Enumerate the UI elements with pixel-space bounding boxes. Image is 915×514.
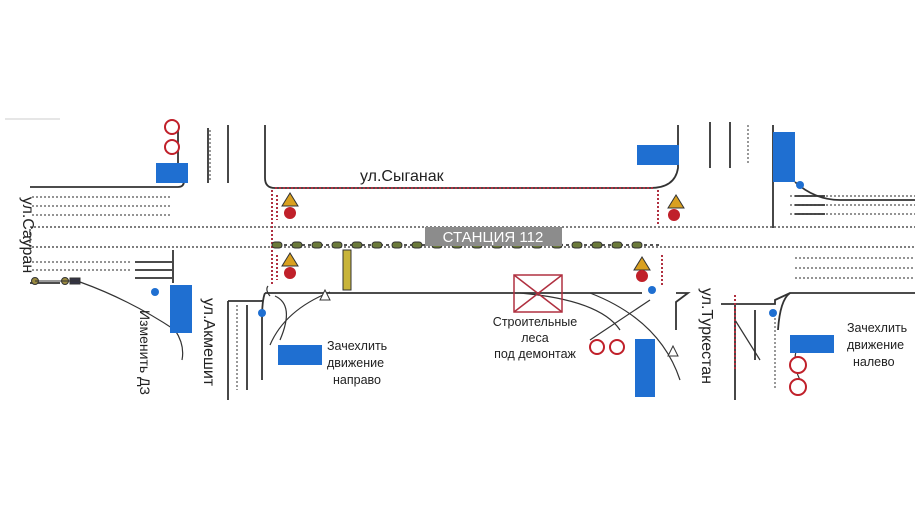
- note-line: Зачехлить: [847, 321, 907, 335]
- fence-block: [291, 241, 303, 249]
- fence-block: [271, 241, 283, 249]
- note-scaffolding: Строительные леса под демонтаж: [493, 315, 577, 361]
- lane-markings: [32, 125, 915, 390]
- lane-sign: [790, 335, 834, 353]
- fence-block: [371, 241, 383, 249]
- no-entry-icon: [668, 209, 680, 221]
- fence-block: [591, 241, 603, 249]
- stop-lines: [135, 195, 825, 279]
- note-line: под демонтаж: [494, 347, 576, 361]
- no-entry-icon: [284, 207, 296, 219]
- street-syganak: ул.Сыганак: [360, 168, 445, 185]
- station-label: СТАНЦИЯ 112: [425, 227, 562, 246]
- fence-block: [611, 241, 623, 249]
- note-cover-left: Зачехлить движение налево: [847, 321, 907, 369]
- prohibition-signs: [164, 119, 807, 396]
- lane-sign: [278, 345, 322, 365]
- fence-block: [311, 241, 323, 249]
- note-line: направо: [333, 373, 381, 387]
- fence-block: [411, 241, 423, 249]
- lane-sign: [635, 339, 655, 397]
- no-entry-icon: [284, 267, 296, 279]
- warning-signs: [281, 192, 685, 357]
- fence-block: [391, 241, 403, 249]
- no-turn-icon: [164, 119, 180, 135]
- lane-signs: [156, 132, 834, 397]
- street-turkestan: ул.Туркестан: [698, 288, 715, 384]
- barrier-block: [342, 249, 352, 291]
- signal-points: [151, 181, 804, 317]
- fence-block: [351, 241, 363, 249]
- traffic-lights: [31, 277, 81, 285]
- street-sauran: ул.Сауран: [19, 197, 36, 273]
- no-turn-icon: [589, 339, 605, 355]
- note-line: Зачехлить: [327, 339, 387, 353]
- lane-sign: [170, 285, 192, 333]
- note-line: движение: [327, 356, 384, 370]
- fence-block: [331, 241, 343, 249]
- no-turn-icon: [609, 339, 625, 355]
- no-entry-icon: [636, 270, 648, 282]
- note-line: леса: [521, 331, 548, 345]
- lane-sign: [637, 145, 679, 165]
- barriers: [271, 187, 736, 370]
- no-turn-icon: [164, 139, 180, 155]
- note-change-dz: Изменить ДЗ: [137, 310, 153, 395]
- note-cover-right: Зачехлить движение направо: [327, 339, 387, 387]
- street-akmeshit: ул.Акмешит: [200, 298, 217, 387]
- fence-block: [631, 241, 643, 249]
- lane-sign: [156, 163, 188, 183]
- scaffolding-icon: [513, 274, 563, 313]
- station-text: СТАНЦИЯ 112: [443, 229, 544, 246]
- note-line: налево: [853, 355, 895, 369]
- no-u-turn-icon: [789, 378, 807, 396]
- no-turn-icon: [789, 356, 807, 374]
- note-line: Строительные: [493, 315, 577, 329]
- lane-sign: [773, 132, 795, 182]
- fence-block: [571, 241, 583, 249]
- note-line: движение: [847, 338, 904, 352]
